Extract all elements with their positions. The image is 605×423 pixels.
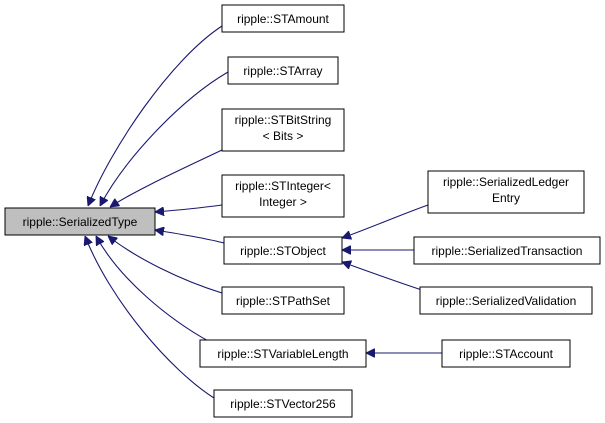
node-serialized-ledger-entry[interactable]: ripple::SerializedLedger Entry: [427, 170, 585, 214]
edge-st-bit-string-to-serialized-type: [110, 149, 223, 207]
node-st-account-label: ripple::STAccount: [459, 347, 553, 361]
node-st-integer-label-line1: ripple::STInteger<: [235, 179, 331, 193]
node-st-array[interactable]: ripple::STArray: [227, 56, 339, 85]
edge-st-path-set-to-serialized-type: [108, 236, 223, 294]
node-st-path-set[interactable]: ripple::STPathSet: [221, 286, 345, 315]
node-st-vector256[interactable]: ripple::STVector256: [213, 389, 353, 418]
node-serialized-transaction-label: ripple::SerializedTransaction: [432, 244, 583, 258]
node-serialized-validation-label: ripple::SerializedValidation: [436, 294, 577, 308]
node-st-amount-label: ripple::STAmount: [237, 12, 329, 26]
edge-st-amount-to-serialized-type: [88, 25, 223, 206]
edge-st-variable-length-to-serialized-type: [95, 236, 211, 343]
node-st-integer[interactable]: ripple::STInteger< Integer >: [221, 174, 345, 218]
edge-st-integer-to-serialized-type: [155, 204, 223, 212]
edge-serialized-ledger-entry-to-st-object: [342, 204, 429, 238]
edge-st-object-to-serialized-type: [155, 230, 225, 244]
node-serialized-type-label: ripple::SerializedType: [23, 215, 138, 229]
node-serialized-ledger-entry-label-line1: ripple::SerializedLedger: [443, 175, 569, 189]
node-serialized-ledger-entry-label-line2: Entry: [492, 191, 520, 205]
node-st-integer-label-line2: Integer >: [259, 195, 307, 209]
node-st-variable-length[interactable]: ripple::STVariableLength: [199, 339, 367, 368]
node-st-array-label: ripple::STArray: [243, 64, 322, 78]
edge-st-array-to-serialized-type: [99, 71, 229, 206]
node-st-object-label: ripple::STObject: [240, 244, 326, 258]
node-st-account[interactable]: ripple::STAccount: [441, 339, 571, 368]
node-serialized-transaction[interactable]: ripple::SerializedTransaction: [413, 236, 601, 265]
node-st-bit-string-label-line1: ripple::STBitString: [235, 113, 332, 127]
node-st-path-set-label: ripple::STPathSet: [236, 294, 331, 308]
node-st-vector256-label: ripple::STVector256: [230, 397, 336, 411]
edge-st-vector256-to-serialized-type: [85, 236, 215, 399]
node-st-variable-length-label: ripple::STVariableLength: [217, 347, 348, 361]
edge-serialized-validation-to-st-object: [342, 262, 429, 293]
node-serialized-type[interactable]: ripple::SerializedType: [4, 207, 156, 236]
node-st-bit-string-label-line2: < Bits >: [263, 129, 304, 143]
node-st-amount[interactable]: ripple::STAmount: [221, 4, 345, 33]
node-st-bit-string[interactable]: ripple::STBitString < Bits >: [221, 108, 345, 152]
node-serialized-validation[interactable]: ripple::SerializedValidation: [419, 286, 593, 315]
node-st-object[interactable]: ripple::STObject: [223, 236, 343, 265]
